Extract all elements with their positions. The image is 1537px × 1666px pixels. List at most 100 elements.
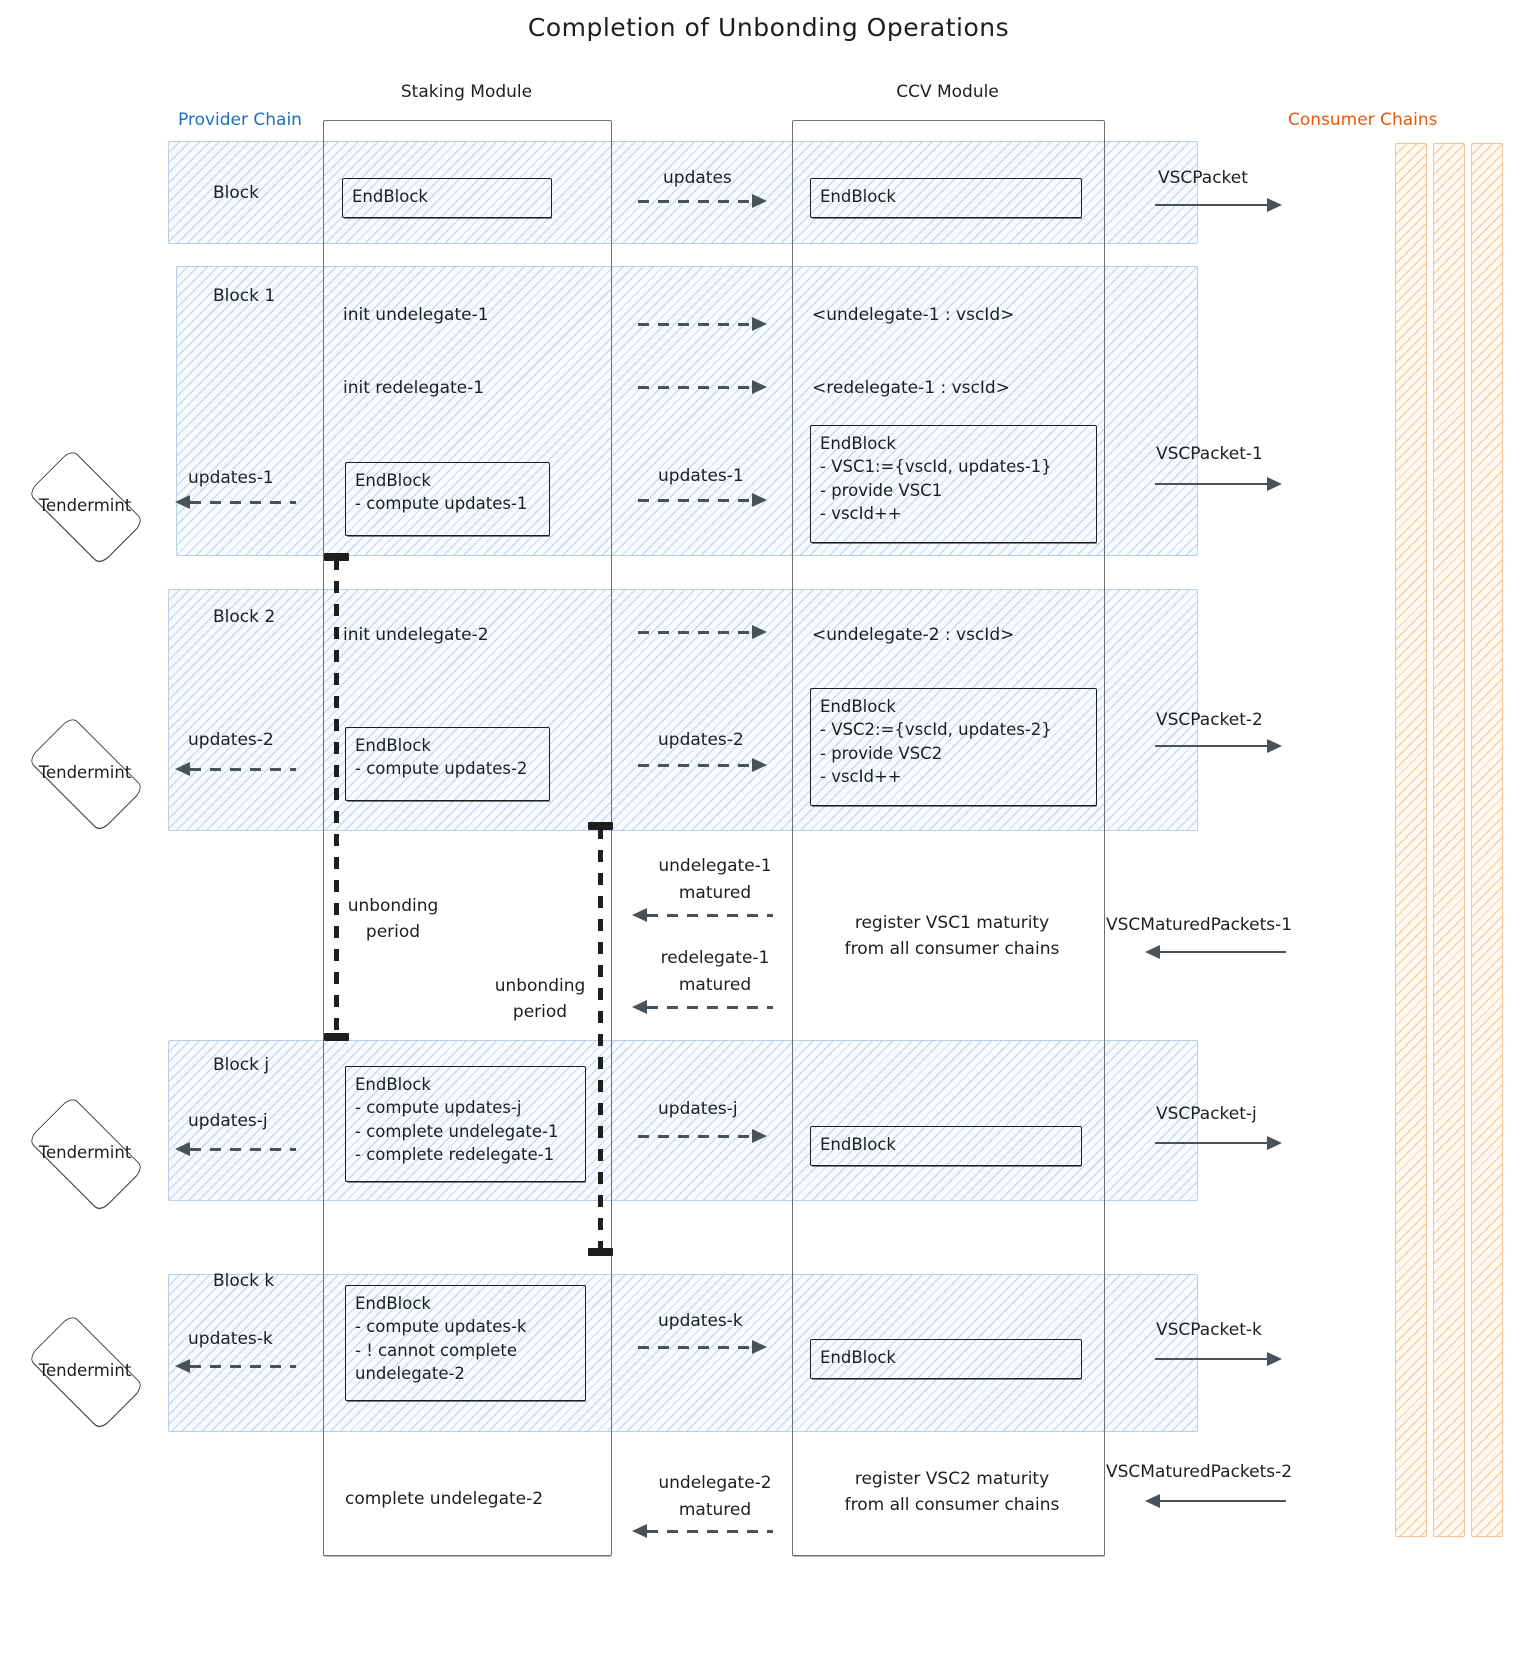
unbonding-period-2-bar — [598, 827, 603, 1255]
block-k-ccv-endblock: EndBlock — [810, 1339, 1082, 1379]
ccv-module-lifeline — [792, 120, 1105, 1556]
ccv-module-header: CCV Module — [896, 82, 999, 102]
block-2-vscpacket-label: VSCPacket-2 — [1156, 710, 1263, 730]
block-k-staking-endblock-text: EndBlock - compute updates-k - ! cannot … — [355, 1294, 527, 1384]
block-2-msg-0-arrow — [638, 625, 767, 639]
tendermint-label-1: Tendermint — [38, 496, 132, 515]
block-j-updates-label: updates-j — [658, 1099, 738, 1119]
block-k-tendermint-arrow — [175, 1359, 296, 1373]
unbonding-period-2-label: unbonding period — [494, 976, 586, 1023]
unbonding-period-1-top-cap — [324, 553, 349, 561]
maturity-1-register-note: register VSC1 maturity from all consumer… — [844, 913, 1060, 960]
block-1-staking-endblock: EndBlock - compute updates-1 — [345, 462, 550, 536]
block-k-vscpacket-label: VSCPacket-k — [1156, 1320, 1262, 1340]
tendermint-actor-2: Tendermint — [5, 715, 165, 833]
block-j-label: Block j — [213, 1055, 270, 1075]
block-1-ccv-endblock-text: EndBlock - VSC1:={vscId, updates-1} - pr… — [820, 434, 1052, 524]
maturity-1-matured-arrow-0 — [632, 908, 773, 922]
consumer-chain-bar-2 — [1433, 143, 1465, 1537]
block-1-staking-endblock-text: EndBlock - compute updates-1 — [355, 471, 528, 514]
tendermint-label-4: Tendermint — [38, 1361, 132, 1380]
maturity-1-matured-label-0: undelegate-1 matured — [658, 856, 772, 904]
block-band-1 — [176, 266, 1198, 556]
block-0-vscpacket-arrow — [1155, 198, 1282, 212]
block-0-label: Block — [213, 183, 259, 203]
block-1-tendermint-arrow — [175, 495, 296, 509]
block-2-updates-label: updates-2 — [658, 730, 744, 750]
staking-module-header: Staking Module — [400, 82, 533, 102]
tendermint-label-3: Tendermint — [38, 1143, 132, 1162]
block-2-updates-arrow — [638, 758, 767, 772]
block-band-2 — [168, 589, 1198, 831]
block-1-vscpacket-label: VSCPacket-1 — [1156, 444, 1263, 464]
diagram-title: Completion of Unbonding Operations — [527, 13, 1010, 42]
block-2-label: Block 2 — [213, 607, 276, 627]
unbonding-period-1-label: unbonding period — [347, 896, 439, 943]
block-k-tendermint-label: updates-k — [188, 1329, 273, 1349]
block-j-tendermint-label: updates-j — [188, 1111, 268, 1131]
block-j-ccv-endblock-text: EndBlock — [820, 1135, 896, 1154]
block-0-staking-endblock-text: EndBlock — [352, 187, 428, 206]
maturity-2-staking-note: complete undelegate-2 — [345, 1489, 544, 1509]
block-1-label: Block 1 — [213, 286, 276, 306]
block-k-updates-arrow — [638, 1340, 767, 1354]
block-k-staking-endblock: EndBlock - compute updates-k - ! cannot … — [345, 1285, 586, 1401]
block-0-updates-arrow — [638, 194, 767, 208]
unbonding-period-1-bottom-cap — [324, 1033, 349, 1041]
maturity-2-matured-label-0: undelegate-2 matured — [658, 1473, 772, 1521]
block-band-0 — [168, 141, 1198, 244]
tendermint-label-2: Tendermint — [38, 763, 132, 782]
block-1-msg-0-from: init undelegate-1 — [343, 305, 489, 325]
maturity-1-matured-arrow-1 — [632, 1000, 773, 1014]
block-0-ccv-endblock-text: EndBlock — [820, 187, 896, 206]
consumer-chain-bar-1 — [1395, 143, 1427, 1537]
block-0-staking-endblock: EndBlock — [342, 178, 552, 218]
block-1-msg-1-arrow — [638, 380, 767, 394]
maturity-1-matured-label-1: redelegate-1 matured — [660, 948, 770, 996]
block-k-label: Block k — [213, 1271, 275, 1291]
block-k-updates-label: updates-k — [658, 1311, 743, 1331]
block-2-msg-0-from: init undelegate-2 — [343, 625, 489, 645]
block-1-vscpacket-arrow — [1155, 477, 1282, 491]
block-1-msg-1-to: <redelegate-1 : vscId> — [812, 378, 1010, 398]
block-0-updates-label: updates — [663, 168, 732, 188]
block-2-staking-endblock: EndBlock - compute updates-2 — [345, 727, 550, 801]
block-k-ccv-endblock-text: EndBlock — [820, 1348, 896, 1367]
unbonding-period-2-top-cap — [588, 822, 613, 830]
block-band-k — [168, 1274, 1198, 1432]
block-2-ccv-endblock-text: EndBlock - VSC2:={vscId, updates-2} - pr… — [820, 697, 1052, 787]
maturity-1-vscmatured-label: VSCMaturedPackets-1 — [1106, 915, 1293, 935]
consumer-chain-bar-3 — [1471, 143, 1503, 1537]
block-1-updates-label: updates-1 — [658, 466, 744, 486]
maturity-2-vscmatured-arrow — [1145, 1494, 1286, 1508]
block-1-tendermint-label: updates-1 — [188, 468, 274, 488]
block-2-ccv-endblock: EndBlock - VSC2:={vscId, updates-2} - pr… — [810, 688, 1097, 806]
block-j-updates-arrow — [638, 1129, 767, 1143]
provider-chain-header: Provider Chain — [178, 110, 302, 130]
maturity-2-matured-arrow-0 — [632, 1524, 773, 1538]
maturity-2-vscmatured-label: VSCMaturedPackets-2 — [1106, 1462, 1293, 1482]
block-0-ccv-endblock: EndBlock — [810, 178, 1082, 218]
block-1-ccv-endblock: EndBlock - VSC1:={vscId, updates-1} - pr… — [810, 425, 1097, 543]
maturity-2-register-note: register VSC2 maturity from all consumer… — [844, 1469, 1060, 1516]
unbonding-period-2-bottom-cap — [588, 1248, 613, 1256]
consumer-chains-header: Consumer Chains — [1288, 110, 1438, 130]
block-2-staking-endblock-text: EndBlock - compute updates-2 — [355, 736, 528, 779]
block-1-msg-1-from: init redelegate-1 — [343, 378, 485, 398]
block-0-vscpacket-label: VSCPacket — [1158, 168, 1248, 188]
block-2-tendermint-arrow — [175, 762, 296, 776]
block-1-updates-arrow — [638, 493, 767, 507]
tendermint-actor-1: Tendermint — [5, 448, 165, 566]
staking-module-lifeline — [323, 120, 612, 1556]
block-j-tendermint-arrow — [175, 1142, 296, 1156]
tendermint-actor-4: Tendermint — [5, 1313, 165, 1431]
block-2-vscpacket-arrow — [1155, 739, 1282, 753]
block-j-staking-endblock-text: EndBlock - compute updates-j - complete … — [355, 1075, 559, 1165]
block-band-j — [168, 1040, 1198, 1201]
block-k-vscpacket-arrow — [1155, 1352, 1282, 1366]
block-1-msg-0-to: <undelegate-1 : vscId> — [812, 305, 1015, 325]
block-2-msg-0-to: <undelegate-2 : vscId> — [812, 625, 1015, 645]
tendermint-actor-3: Tendermint — [5, 1095, 165, 1213]
block-j-ccv-endblock: EndBlock — [810, 1126, 1082, 1166]
block-1-msg-0-arrow — [638, 317, 767, 331]
